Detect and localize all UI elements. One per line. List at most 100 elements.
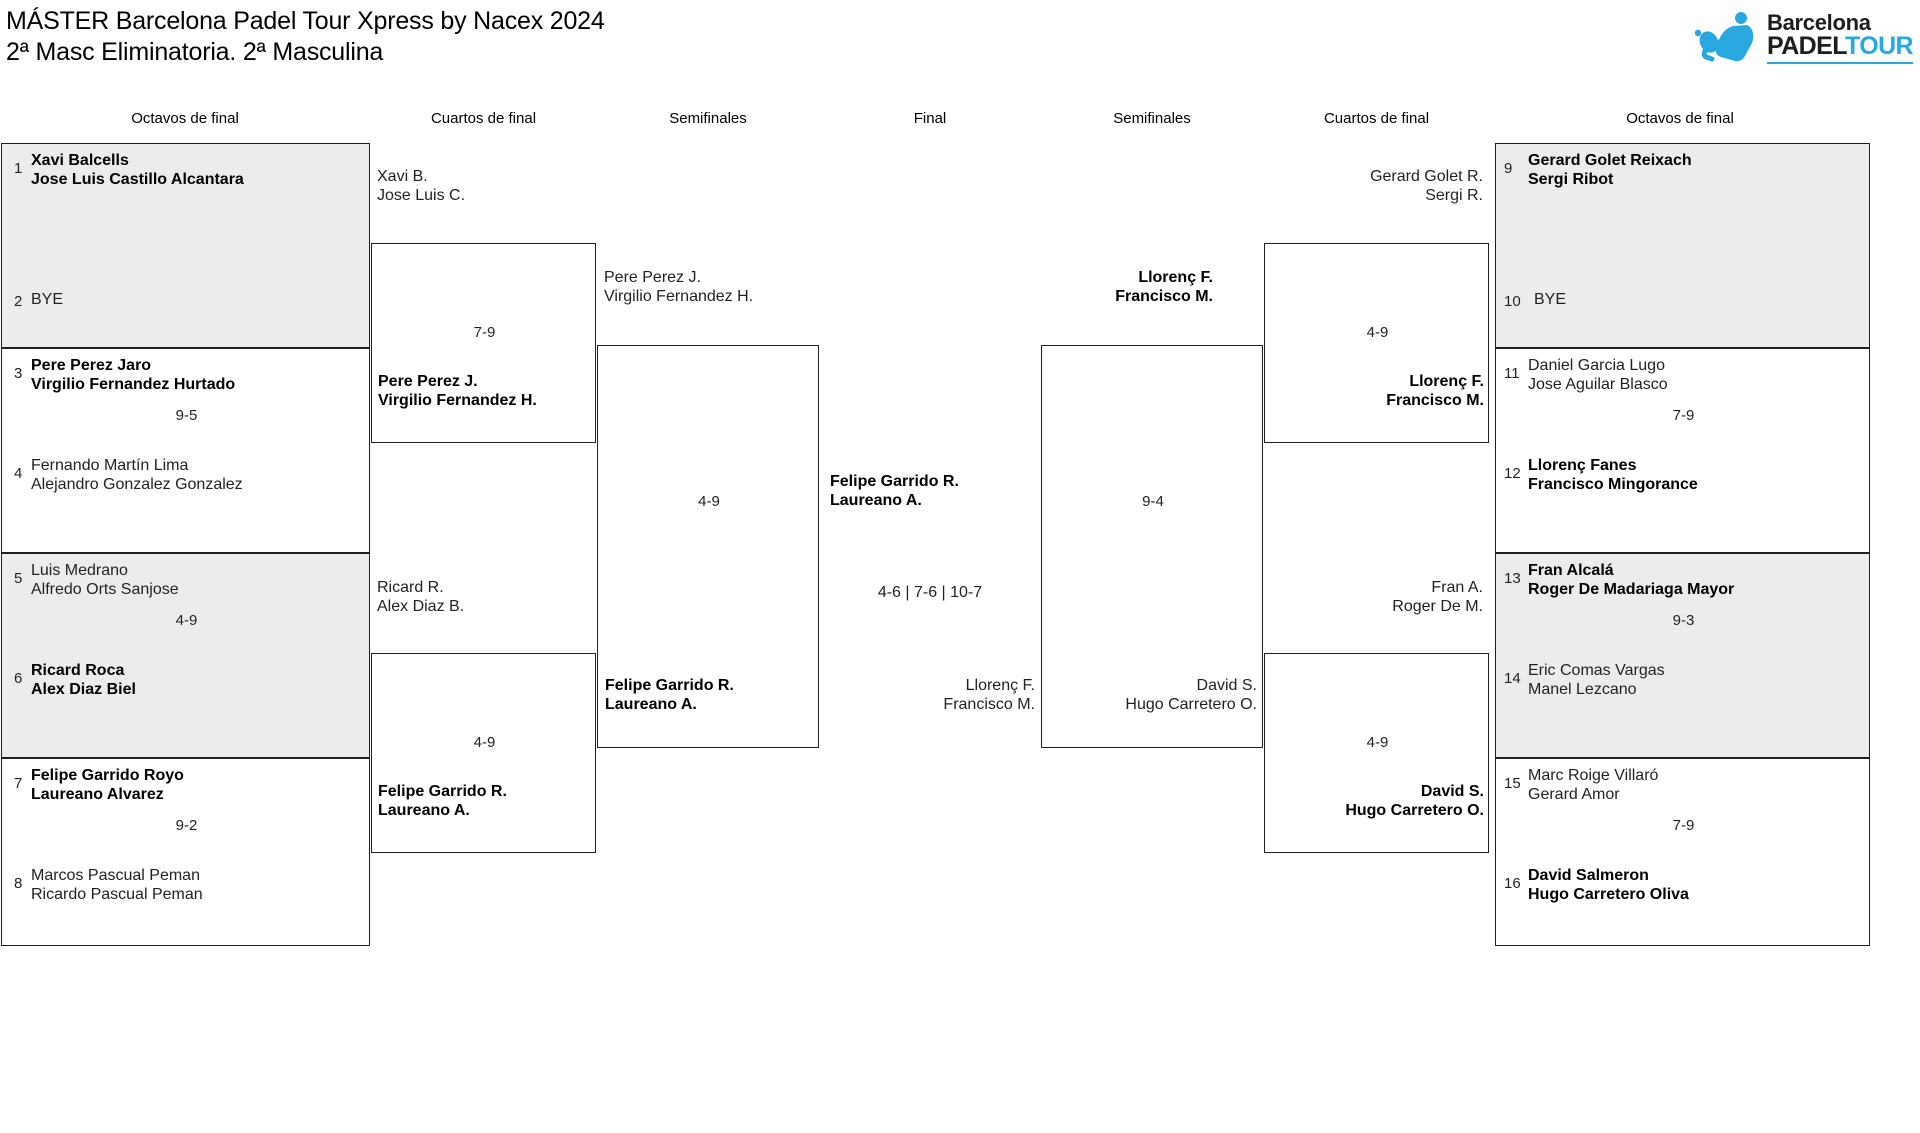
player-1: David S.: [1196, 677, 1257, 694]
round-header-right-sf: Semifinales: [1113, 110, 1191, 127]
player-1: Felipe Garrido R.: [605, 677, 734, 694]
team-names: Gerard Golet Reixach Sergi Ribot: [1528, 151, 1692, 189]
seed-number: 6: [14, 670, 23, 687]
player-1: Xavi B.: [377, 168, 428, 185]
player-2: Alex Diaz Biel: [31, 681, 136, 699]
team-names: Marc Roige Villaró Gerard Amor: [1528, 766, 1658, 804]
seed-number: 2: [14, 293, 23, 310]
match-box-right-r16-1[interactable]: 9 Gerard Golet Reixach Sergi Ribot 10 BY…: [1495, 143, 1870, 348]
player-2: Sergi R.: [1425, 187, 1483, 205]
player-2: Hugo Carretero Oliva: [1528, 886, 1689, 904]
player-1: David S.: [1420, 783, 1484, 800]
match-score: 4-9: [473, 734, 496, 751]
match-box-left-sf[interactable]: 4-9 Felipe Garrido R. Laureano A.: [597, 345, 819, 748]
qf-left-1-bottom-team: Pere Perez J. Virgilio Fernandez H.: [378, 372, 537, 410]
seed-number: 13: [1504, 570, 1521, 587]
match-score: 7-9: [1672, 817, 1695, 834]
player-1: Llorenç F.: [1409, 373, 1484, 390]
match-box-right-r16-4[interactable]: 15 Marc Roige Villaró Gerard Amor 7-9 16…: [1495, 758, 1870, 946]
player-2: Francisco Mingorance: [1528, 476, 1698, 494]
player-2: Jose Luis Castillo Alcantara: [31, 171, 244, 189]
match-score: 4-9: [1366, 324, 1389, 341]
team-names: Xavi Balcells Jose Luis Castillo Alcanta…: [31, 151, 244, 189]
final-runnerup-team: Llorenç F. Francisco M.: [780, 676, 1035, 714]
player-2: Laureano Alvarez: [31, 786, 164, 804]
team-names: BYE: [1534, 290, 1566, 309]
player-1: Eric Comas Vargas: [1528, 662, 1665, 679]
player-2: Alex Diaz B.: [377, 598, 465, 616]
padel-player-icon: [1694, 12, 1761, 64]
player-1: Pere Perez J.: [378, 373, 478, 390]
player-2: Laureano A.: [378, 802, 470, 820]
match-score: 7-9: [1672, 407, 1695, 424]
match-box-left-r16-2[interactable]: 3 Pere Perez Jaro Virgilio Fernandez Hur…: [1, 348, 370, 553]
qf-left-1-top-team: Xavi B. Jose Luis C.: [377, 167, 465, 205]
logo-word-padeltour: PADELTOUR: [1767, 32, 1914, 61]
player-2: Ricardo Pascual Peman: [31, 886, 203, 904]
logo-word-padel: PADEL: [1767, 32, 1846, 61]
match-score: 9-5: [175, 407, 198, 424]
player-1: Gerard Golet Reixach: [1528, 152, 1692, 169]
player-2: Roger De Madariaga Mayor: [1528, 581, 1735, 599]
match-score: 4-9: [175, 612, 198, 629]
player-1: BYE: [1534, 291, 1567, 308]
match-score: 7-9: [473, 324, 496, 341]
player-1: Llorenç F.: [965, 677, 1035, 694]
match-box-right-qf-1[interactable]: 4-9 Llorenç F. Francisco M.: [1264, 243, 1489, 443]
match-box-left-qf-1[interactable]: 7-9 Pere Perez J. Virgilio Fernandez H.: [371, 243, 596, 443]
match-box-left-r16-3[interactable]: 5 Luis Medrano Alfredo Orts Sanjose 4-9 …: [1, 553, 370, 758]
player-1: BYE: [31, 291, 64, 308]
match-score: 9-3: [1672, 612, 1695, 629]
team-names: Llorenç Fanes Francisco Mingorance: [1528, 456, 1698, 494]
seed-number: 8: [14, 875, 23, 892]
tournament-subtitle-line2: 2ª Masc Eliminatoria. 2ª Masculina: [6, 38, 384, 67]
sf-left-top-team: Pere Perez J. Virgilio Fernandez H.: [604, 268, 753, 306]
player-2: Laureano A.: [605, 696, 697, 714]
seed-number: 16: [1504, 875, 1521, 892]
player-2: Manel Lezcano: [1528, 681, 1637, 699]
match-box-left-r16-1[interactable]: 1 Xavi Balcells Jose Luis Castillo Alcan…: [1, 143, 370, 348]
team-names: Ricard Roca Alex Diaz Biel: [31, 661, 136, 699]
match-box-right-r16-3[interactable]: 13 Fran Alcalá Roger De Madariaga Mayor …: [1495, 553, 1870, 758]
player-2: Francisco M.: [1115, 288, 1213, 306]
player-2: Laureano A.: [830, 492, 922, 510]
sf-right-bottom-team: David S. Hugo Carretero O.: [1002, 676, 1257, 714]
player-2: Virgilio Fernandez H.: [604, 288, 754, 306]
qf-right-2-bottom-team: David S. Hugo Carretero O.: [1265, 782, 1484, 820]
qf-right-1-top-team: Gerard Golet R. Sergi R.: [1060, 167, 1483, 205]
team-names: Daniel Garcia Lugo Jose Aguilar Blasco: [1528, 356, 1668, 394]
match-box-left-qf-2[interactable]: 4-9 Felipe Garrido R. Laureano A.: [371, 653, 596, 853]
player-1: Gerard Golet R.: [1370, 168, 1483, 185]
barcelona-padel-tour-logo: Barcelona PADELTOUR: [1694, 10, 1914, 66]
player-2: Gerard Amor: [1528, 786, 1620, 804]
player-1: Felipe Garrido R.: [378, 783, 507, 800]
player-1: Luis Medrano: [31, 562, 128, 579]
qf-right-2-top-team: Fran A. Roger De M.: [1060, 578, 1483, 616]
player-1: Xavi Balcells: [31, 152, 129, 169]
match-score: 9-4: [1142, 493, 1164, 510]
match-box-right-sf[interactable]: 9-4 David S. Hugo Carretero O.: [1041, 345, 1263, 748]
player-2: Hugo Carretero O.: [1345, 802, 1484, 820]
player-1: Felipe Garrido Royo: [31, 767, 184, 784]
final-match-score: 4-6 | 7-6 | 10-7: [877, 584, 983, 601]
player-1: David Salmeron: [1528, 867, 1649, 884]
sf-right-top-team: Llorenç F. Francisco M.: [838, 268, 1213, 306]
player-1: Fernando Martín Lima: [31, 457, 189, 474]
seed-number: 15: [1504, 775, 1521, 792]
match-box-right-qf-2[interactable]: 4-9 David S. Hugo Carretero O.: [1264, 653, 1489, 853]
match-box-left-r16-4[interactable]: 7 Felipe Garrido Royo Laureano Alvarez 9…: [1, 758, 370, 946]
player-1: Marcos Pascual Peman: [31, 867, 200, 884]
logo-word-barcelona: Barcelona: [1767, 10, 1871, 35]
round-header-right-r16: Octavos de final: [1626, 110, 1734, 127]
player-1: Daniel Garcia Lugo: [1528, 357, 1665, 374]
qf-left-2-bottom-team: Felipe Garrido R. Laureano A.: [378, 782, 507, 820]
player-2: Virgilio Fernandez Hurtado: [31, 376, 236, 394]
player-1: Llorenç Fanes: [1528, 457, 1637, 474]
team-names: BYE: [31, 290, 63, 309]
team-names: David Salmeron Hugo Carretero Oliva: [1528, 866, 1689, 904]
match-score: 4-9: [1366, 734, 1389, 751]
player-1: Fran Alcalá: [1528, 562, 1614, 579]
match-box-right-r16-2[interactable]: 11 Daniel Garcia Lugo Jose Aguilar Blasc…: [1495, 348, 1870, 553]
seed-number: 10: [1504, 293, 1521, 310]
qf-right-1-bottom-team: Llorenç F. Francisco M.: [1265, 372, 1484, 410]
